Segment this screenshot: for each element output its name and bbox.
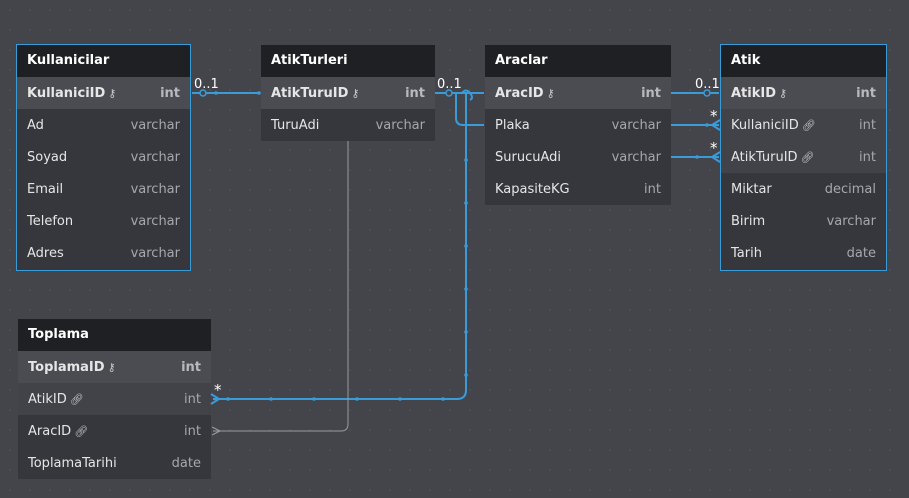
table-atikturleri[interactable]: AtikTurleri AtikTuruID⚷ int TuruAdi varc… (261, 45, 435, 141)
cardinality-label: 0..1 (194, 77, 219, 92)
table-title: Araclar (485, 45, 671, 77)
link-icon: 🔗︎ (800, 150, 815, 164)
field-row[interactable]: Plaka varchar (485, 109, 671, 141)
field-type: date (171, 455, 201, 471)
field-type: int (859, 149, 876, 165)
field-row[interactable]: Soyad varchar (17, 141, 190, 173)
field-type: int (160, 85, 180, 101)
table-kullanicilar[interactable]: Kullanicilar KullaniciID⚷ int Ad varchar… (16, 44, 191, 271)
field-name: KullaniciID (27, 85, 106, 101)
field-type: int (184, 423, 201, 439)
connector-junction (461, 89, 473, 101)
field-name: Tarih (731, 245, 762, 261)
field-name: KapasiteKG (495, 181, 570, 197)
field-name: TuruAdi (271, 117, 320, 133)
field-row[interactable]: AracID⚷ int (485, 77, 671, 109)
link-icon: 🔗︎ (801, 118, 816, 132)
field-type: varchar (130, 245, 180, 261)
key-icon: ⚷ (546, 86, 555, 100)
link-icon: 🔗︎ (69, 392, 84, 406)
field-type: int (184, 391, 201, 407)
cardinality-label: 0..1 (695, 77, 720, 92)
field-row[interactable]: KullaniciID⚷ int (17, 77, 190, 109)
field-row[interactable]: Adres varchar (17, 237, 190, 269)
field-name: ToplamaID (28, 359, 105, 375)
field-row[interactable]: Ad varchar (17, 109, 190, 141)
field-name: AtikID (28, 391, 67, 407)
field-row[interactable]: ToplamaTarihi date (18, 447, 211, 479)
table-toplama[interactable]: Toplama ToplamaID⚷ int AtikID🔗︎ int Arac… (18, 319, 211, 479)
field-type: varchar (826, 213, 876, 229)
table-title: AtikTurleri (261, 45, 435, 77)
field-type: varchar (130, 117, 180, 133)
table-title: Toplama (18, 319, 211, 351)
field-type: varchar (130, 213, 180, 229)
field-name: Plaka (495, 117, 530, 133)
cardinality-label: * (710, 107, 718, 125)
field-row[interactable]: Birim varchar (721, 205, 886, 237)
field-type: decimal (824, 181, 876, 197)
field-name: Birim (731, 213, 766, 229)
field-row[interactable]: AtikID⚷ int (721, 77, 886, 109)
field-name: AtikTuruID (271, 85, 349, 101)
field-type: varchar (375, 117, 425, 133)
field-name: AracID (495, 85, 544, 101)
cardinality-label: * (710, 139, 718, 157)
field-name: Miktar (731, 181, 772, 197)
field-name: AtikTuruID (731, 149, 798, 165)
cardinality-label: 0..1 (437, 77, 462, 92)
field-row[interactable]: Telefon varchar (17, 205, 190, 237)
table-araclar[interactable]: Araclar AracID⚷ int Plaka varchar Surucu… (485, 45, 671, 205)
key-icon: ⚷ (108, 86, 117, 100)
field-row[interactable]: Email varchar (17, 173, 190, 205)
key-icon: ⚷ (351, 86, 360, 100)
field-row[interactable]: SurucuAdi varchar (485, 141, 671, 173)
field-name: Soyad (27, 149, 68, 165)
key-icon: ⚷ (107, 360, 116, 374)
field-row[interactable]: Miktar decimal (721, 173, 886, 205)
field-name: Telefon (27, 213, 74, 229)
field-row[interactable]: AracID🔗︎ int (18, 415, 211, 447)
field-name: KullaniciID (731, 117, 799, 133)
field-name: Email (27, 181, 64, 197)
field-type: int (405, 85, 425, 101)
relationship-turuadi-aracid[interactable] (211, 141, 349, 436)
field-row[interactable]: Tarih date (721, 237, 886, 269)
field-type: int (856, 85, 876, 101)
key-icon: ⚷ (779, 86, 788, 100)
field-name: Adres (27, 245, 64, 261)
field-type: varchar (611, 149, 661, 165)
field-type: varchar (130, 149, 180, 165)
field-type: int (641, 85, 661, 101)
table-title: Kullanicilar (17, 45, 190, 77)
field-type: varchar (611, 117, 661, 133)
field-row[interactable]: TuruAdi varchar (261, 109, 435, 141)
field-name: ToplamaTarihi (28, 455, 117, 471)
field-name: AtikID (731, 85, 777, 101)
field-type: int (644, 181, 661, 197)
table-title: Atik (721, 45, 886, 77)
field-row[interactable]: KullaniciID🔗︎ int (721, 109, 886, 141)
field-name: SurucuAdi (495, 149, 561, 165)
field-row[interactable]: ToplamaID⚷ int (18, 351, 211, 383)
field-type: int (181, 359, 201, 375)
field-row[interactable]: AtikTuruID🔗︎ int (721, 141, 886, 173)
field-name: Ad (27, 117, 44, 133)
field-row[interactable]: KapasiteKG int (485, 173, 671, 205)
field-row[interactable]: AtikID🔗︎ int (18, 383, 211, 415)
field-row[interactable]: AtikTuruID⚷ int (261, 77, 435, 109)
cardinality-label: * (214, 381, 222, 399)
field-name: AracID (28, 423, 72, 439)
field-type: int (859, 117, 876, 133)
field-type: varchar (130, 181, 180, 197)
table-atik[interactable]: Atik AtikID⚷ int KullaniciID🔗︎ int AtikT… (720, 44, 887, 271)
link-icon: 🔗︎ (74, 424, 89, 438)
field-type: date (846, 245, 876, 261)
